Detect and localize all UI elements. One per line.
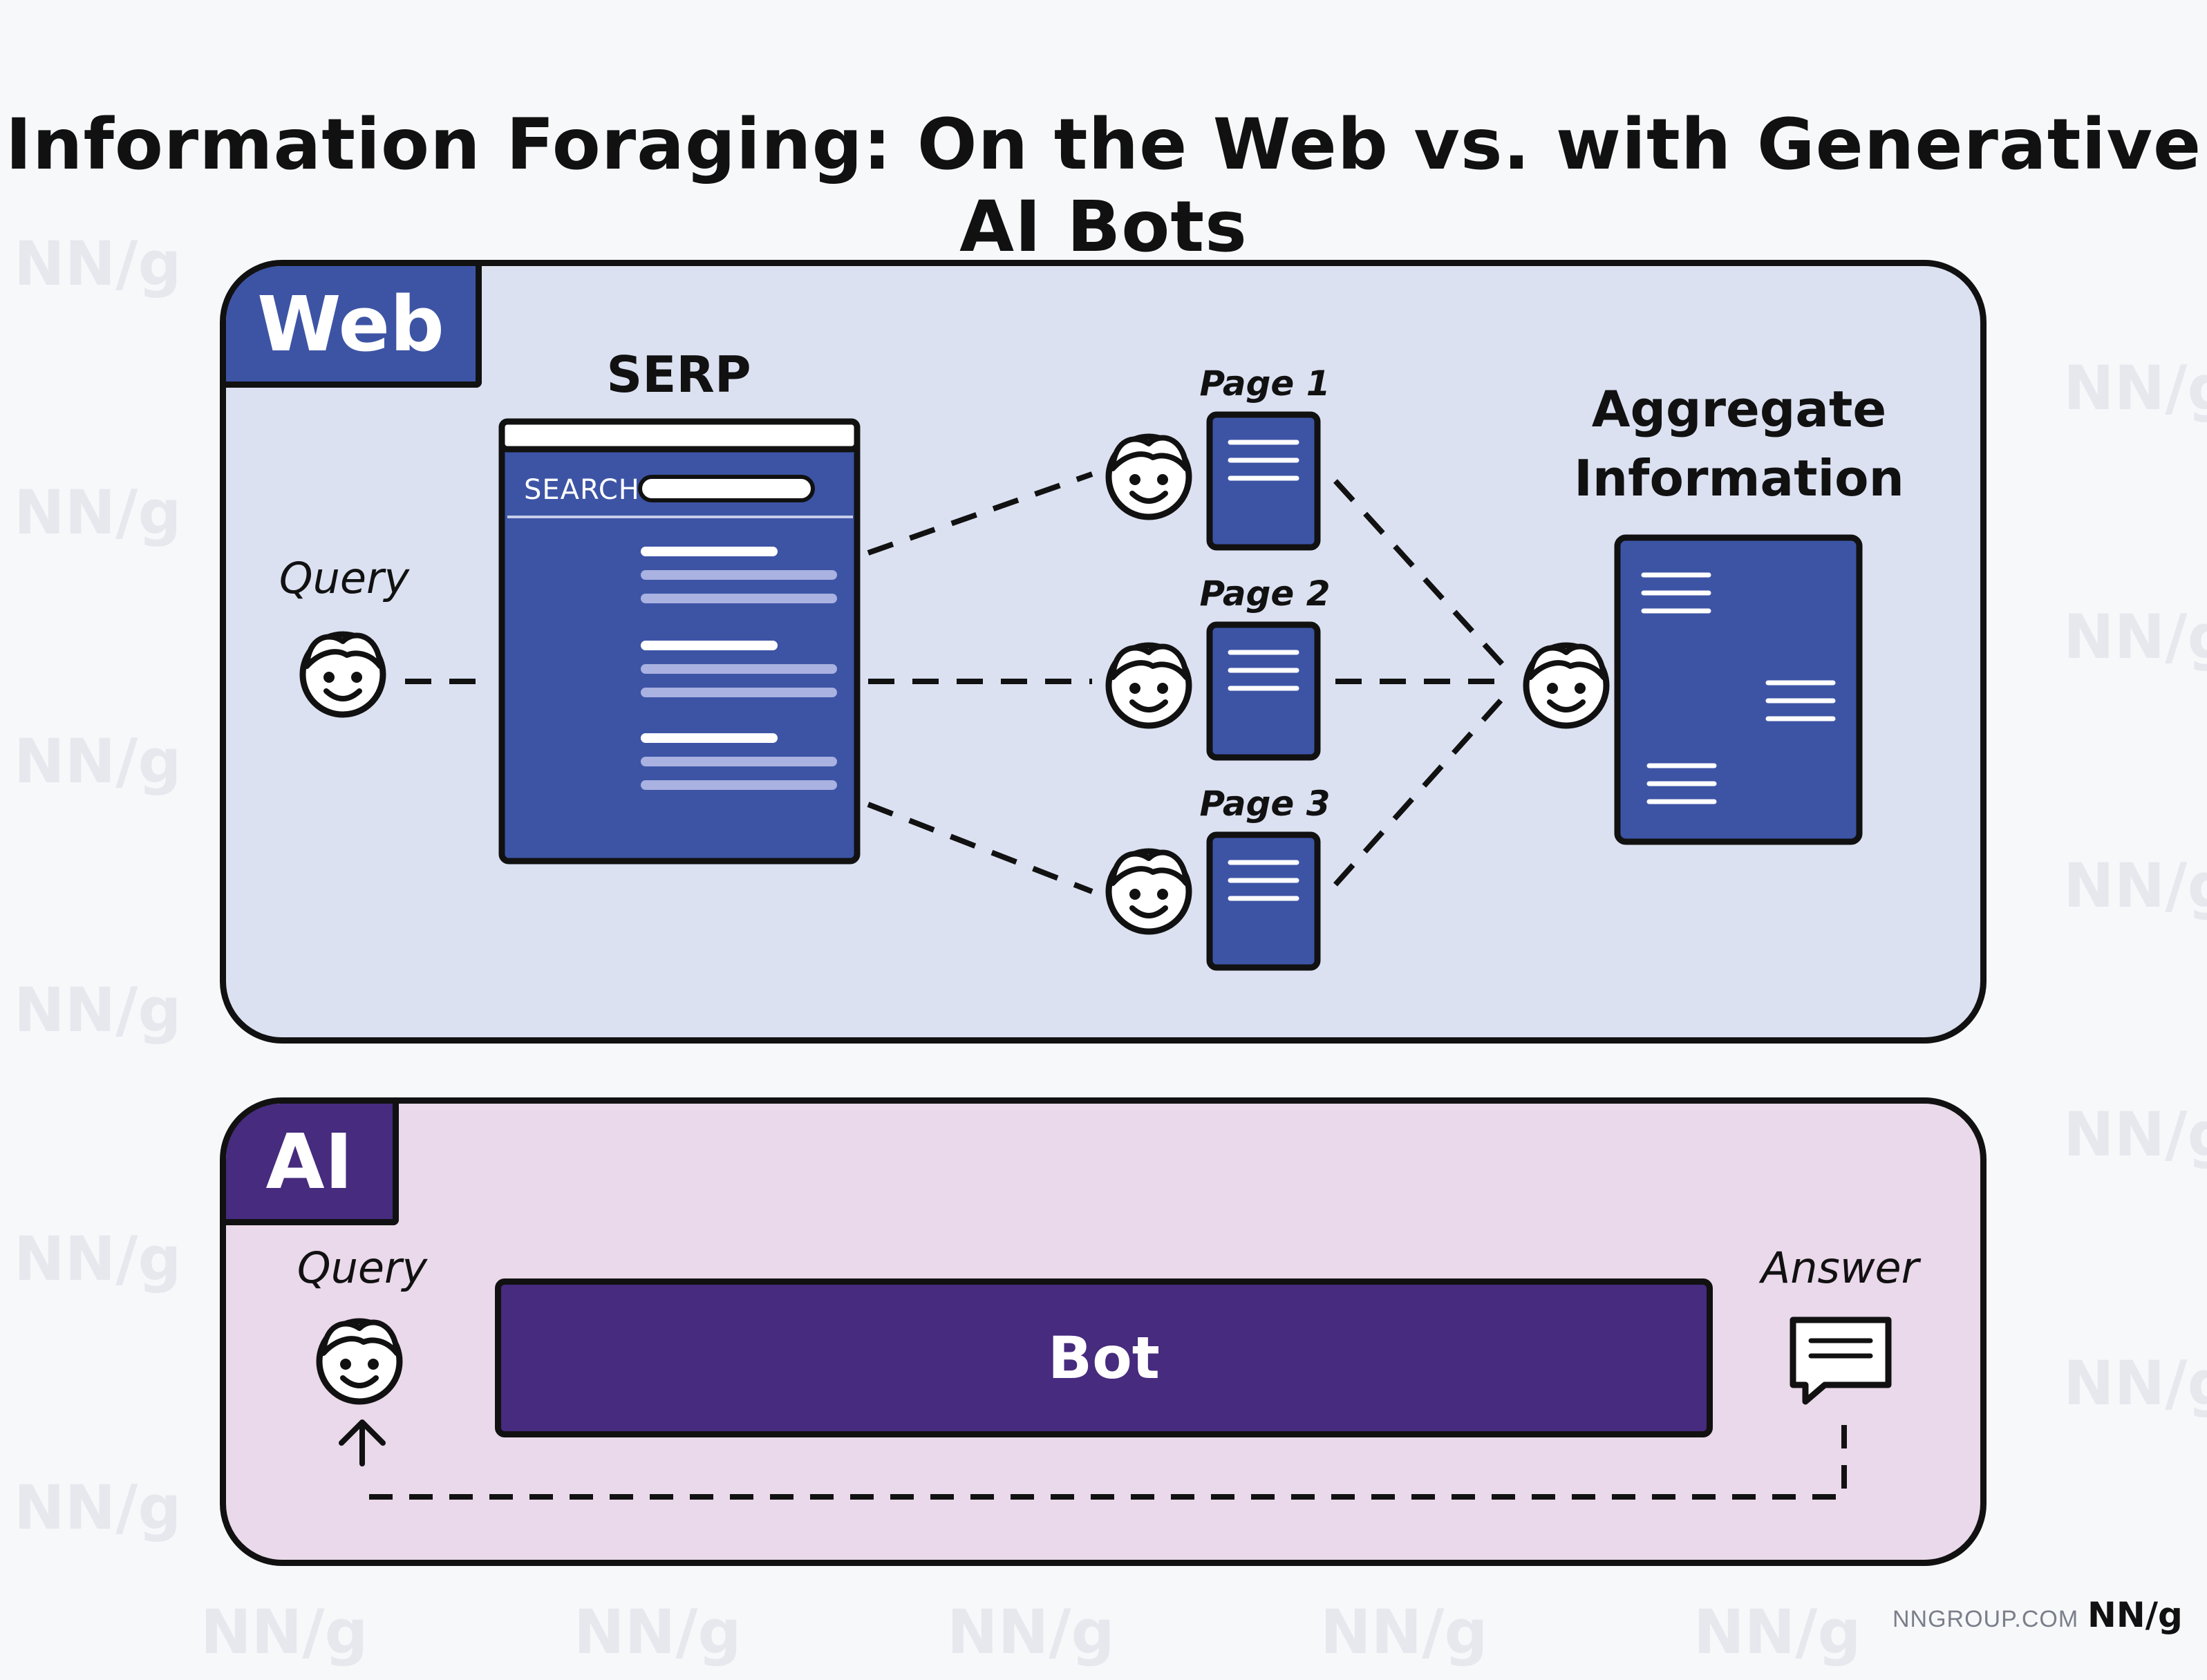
watermark: NN/g — [2063, 1348, 2207, 1419]
watermark: NN/g — [2063, 850, 2207, 921]
aggregate-label-line1: Aggregate — [1591, 380, 1887, 438]
web-connectors — [405, 471, 1508, 894]
watermark: NN/g — [200, 1596, 368, 1668]
page-documents — [1206, 411, 1321, 971]
serp-to-page1-line — [867, 471, 1093, 556]
page-2-label: Page 2 — [1199, 574, 1331, 614]
ai-query-label: Query — [297, 1243, 428, 1293]
footer-logo: NN/g — [2087, 1595, 2183, 1635]
serp-window — [498, 418, 861, 865]
footer-site: NNGROUP.COM — [1893, 1606, 2079, 1632]
page3-to-aggregate-line — [1333, 693, 1508, 887]
watermark: NN/g — [14, 477, 182, 548]
watermark: NN/g — [1693, 1596, 1861, 1668]
arrow-up-icon — [339, 1419, 386, 1466]
loop-dashed-line — [362, 1425, 1847, 1500]
page1-person-icon — [1109, 437, 1189, 517]
serp-search-label: SEARCH — [524, 474, 640, 506]
serp-to-page3-line — [867, 802, 1093, 894]
bot-box: Bot — [495, 1278, 1713, 1437]
page2-person-icon — [1109, 645, 1189, 726]
watermark: NN/g — [947, 1596, 1115, 1668]
page-2-document — [1206, 621, 1321, 761]
web-query-label: Query — [279, 553, 410, 603]
answer-label: Answer — [1760, 1243, 1919, 1293]
aggregate-document — [1614, 534, 1863, 845]
serp-results — [641, 547, 837, 790]
watermark: NN/g — [574, 1596, 742, 1668]
web-tab: Web — [226, 266, 482, 388]
chat-bubble-icon — [1790, 1316, 1892, 1405]
page-3-label: Page 3 — [1199, 784, 1331, 824]
watermark: NN/g — [14, 1472, 182, 1543]
watermark: NN/g — [14, 974, 182, 1046]
page-1-label: Page 1 — [1199, 364, 1331, 404]
page-1-document — [1206, 411, 1321, 551]
page3-person-icon — [1109, 851, 1189, 932]
aggregate-person-icon — [1526, 645, 1606, 726]
serp-search-box — [638, 475, 815, 502]
web-query-person-icon — [303, 634, 383, 715]
watermark: NN/g — [2063, 1099, 2207, 1170]
watermark: NN/g — [14, 1223, 182, 1294]
page-title: Information Foraging: On the Web vs. wit… — [5, 104, 2202, 268]
watermark: NN/g — [14, 726, 182, 797]
ai-query-person-icon — [319, 1321, 400, 1401]
serp-label: SERP — [606, 346, 751, 404]
watermark: NN/g — [1320, 1596, 1488, 1668]
watermark: NN/g — [2063, 352, 2207, 424]
watermark: NN/g — [14, 228, 182, 299]
aggregate-label-line2: Information — [1574, 449, 1904, 507]
page-3-document — [1206, 831, 1321, 971]
watermark: NN/g — [2063, 601, 2207, 672]
ai-tab: AI — [226, 1104, 399, 1225]
page1-to-aggregate-line — [1333, 479, 1508, 670]
